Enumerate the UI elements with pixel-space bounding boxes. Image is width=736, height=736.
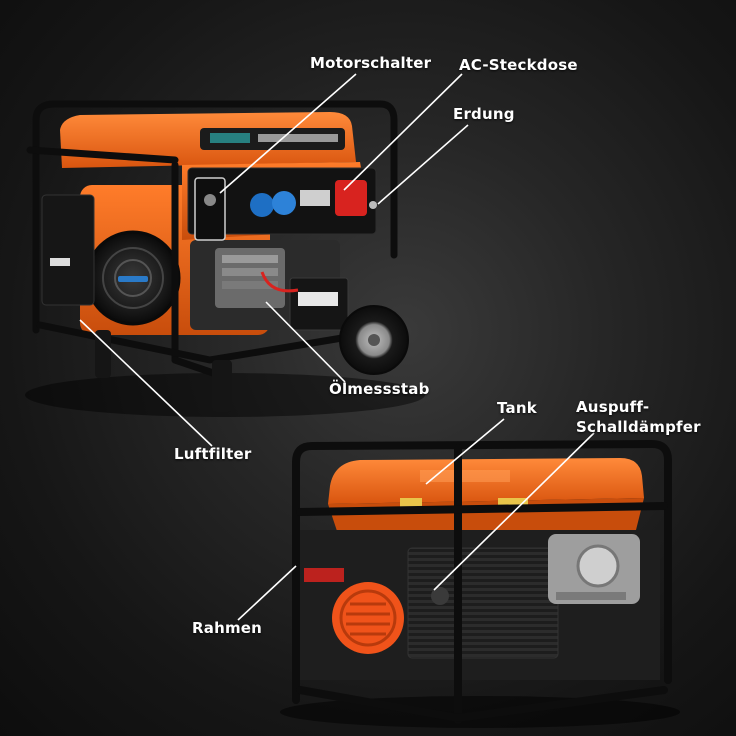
tank-line xyxy=(425,418,505,485)
label-oelmessstab: Ölmessstab xyxy=(329,380,430,398)
label-ac-steckdose: AC-Steckdose xyxy=(459,56,578,74)
oelmessstab-line xyxy=(265,301,346,383)
air-filter-box xyxy=(41,194,95,306)
frame-rear xyxy=(292,439,672,724)
ground-terminal xyxy=(369,201,377,209)
luftfilter-line xyxy=(79,319,213,447)
label-motorschalter: Motorschalter xyxy=(310,54,432,72)
front-generator xyxy=(25,100,425,417)
label-auspuff-line2: Schalldämpfer xyxy=(576,418,701,436)
engine-switch xyxy=(194,177,226,241)
rahmen-line xyxy=(237,565,297,621)
callout-lines xyxy=(79,73,595,621)
erdung-line xyxy=(377,124,469,205)
muffler xyxy=(407,547,559,659)
motorschalter-line xyxy=(219,73,357,194)
label-erdung: Erdung xyxy=(453,105,515,123)
rear-generator xyxy=(280,439,680,728)
blue-socket-1 xyxy=(250,193,274,217)
red-socket xyxy=(335,180,367,216)
label-luftfilter: Luftfilter xyxy=(174,445,252,463)
label-tank: Tank xyxy=(497,399,537,417)
label-auspuff-line1: Auspuff- xyxy=(576,398,650,416)
ac-steckdose-line xyxy=(343,73,463,191)
label-auspuff-schalldaempfer: Auspuff- Schalldämpfer xyxy=(576,397,716,437)
blue-socket-2 xyxy=(272,191,296,215)
label-rahmen: Rahmen xyxy=(192,619,263,637)
alternator-cover xyxy=(332,582,404,654)
auspuff-line xyxy=(433,432,595,591)
